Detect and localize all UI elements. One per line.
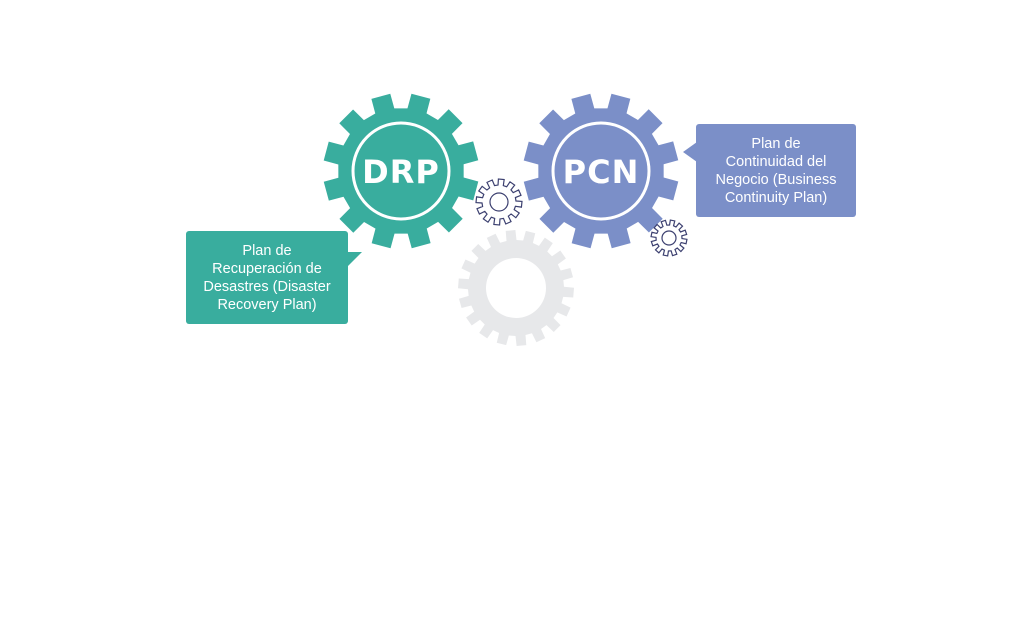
pcn-callout: Plan de Continuidad del Negocio (Busines… <box>696 124 856 217</box>
small-outline-gear-right-hole <box>661 230 677 246</box>
pcn-gear-label: PCN <box>563 153 640 191</box>
small-outline-gear-right <box>650 219 688 257</box>
drp-gear: DRP <box>323 93 479 249</box>
gray-gear <box>458 230 574 346</box>
gray-gear-shape <box>458 230 574 346</box>
pcn-gear: PCN <box>523 93 679 249</box>
drp-callout-text: Plan de Recuperación de Desastres (Disas… <box>203 242 331 313</box>
pcn-gear-shape <box>523 93 679 249</box>
drp-callout-pointer <box>346 252 362 268</box>
pcn-callout-text: Plan de Continuidad del Negocio (Busines… <box>715 135 837 206</box>
small-outline-gear-left-hole <box>489 192 509 212</box>
drp-gear-shape <box>323 93 479 249</box>
drp-gear-label: DRP <box>362 153 440 191</box>
pcn-callout-pointer <box>683 142 697 162</box>
small-outline-gear-left <box>475 178 523 226</box>
drp-gear-ring <box>351 121 451 221</box>
drp-callout: Plan de Recuperación de Desastres (Disas… <box>186 231 348 324</box>
pcn-gear-ring <box>551 121 651 221</box>
